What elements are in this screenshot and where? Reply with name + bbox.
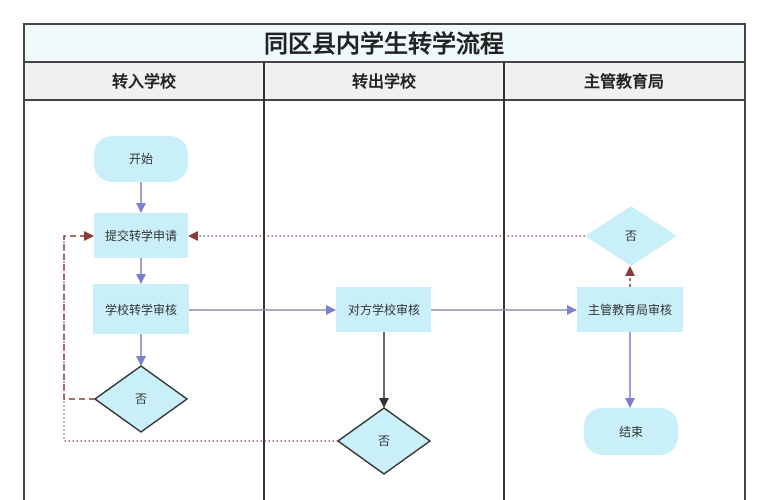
decision-no-1: 否 [93, 365, 189, 433]
node-end-label: 结束 [619, 425, 643, 439]
node-school-review: 学校转学审核 [93, 284, 189, 334]
title-row [23, 23, 746, 63]
lane-header-sending-school: 转出学校 [352, 72, 417, 91]
node-other-school-review: 对方学校审核 [336, 287, 431, 332]
node-start: 开始 [94, 136, 188, 182]
arrow-other-reject-to-submit [63, 236, 338, 442]
decision-no-2-label: 否 [378, 434, 390, 448]
lane-header-education-bureau: 主管教育局 [584, 72, 664, 91]
decision-no-3-label: 否 [625, 229, 637, 243]
node-submit-application: 提交转学申请 [94, 213, 188, 258]
header-row [23, 61, 746, 101]
node-submit-label: 提交转学申请 [105, 228, 177, 243]
node-bureau-review: 主管教育局审核 [577, 287, 683, 332]
node-end: 结束 [584, 408, 678, 455]
arrow-school-reject-to-submit [63, 231, 95, 400]
node-other-review-label: 对方学校审核 [348, 302, 420, 317]
decision-no-1-label: 否 [135, 392, 147, 406]
lane-header-receiving-school: 转入学校 [112, 72, 177, 91]
node-start-label: 开始 [129, 152, 153, 166]
diagram-title: 同区县内学生转学流程 [264, 30, 504, 58]
node-school-review-label: 学校转学审核 [105, 302, 177, 317]
decision-no-2: 否 [336, 407, 432, 475]
node-bureau-review-label: 主管教育局审核 [588, 302, 672, 317]
decision-no-3: 否 [585, 206, 677, 266]
